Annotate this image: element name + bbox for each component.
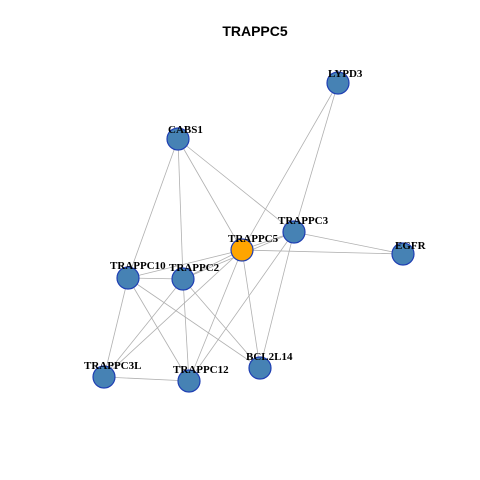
edge-cabs1-trappc5 <box>177 138 243 251</box>
edge-cabs1-trappc2 <box>177 138 184 280</box>
edge-trappc5-trappc12 <box>188 249 243 382</box>
node-trappc10[interactable] <box>116 266 140 290</box>
node-label-trappc10: TRAPPC10 <box>110 260 166 272</box>
edge-trappc10-trappc12 <box>127 277 190 382</box>
node-cabs1[interactable] <box>166 127 190 151</box>
node-bcl2l14[interactable] <box>248 356 272 380</box>
edge-cabs1-trappc10 <box>127 138 179 279</box>
node-label-egfr: EGFR <box>395 240 427 252</box>
edge-trappc10-bcl2l14 <box>127 277 261 369</box>
edge-lypd3-trappc5 <box>241 82 339 251</box>
edge-trappc5-trappc3l <box>103 249 243 378</box>
node-trappc3l[interactable] <box>92 365 116 389</box>
node-label-trappc2: TRAPPC2 <box>169 262 220 274</box>
node-layer <box>92 71 415 393</box>
diagram-title: TRAPPC5 <box>222 23 288 39</box>
edge-trappc3-egfr <box>293 231 404 255</box>
edge-cabs1-trappc3 <box>177 138 295 233</box>
edge-trappc3-trappc12 <box>188 231 295 382</box>
edge-lypd3-trappc3 <box>293 82 339 233</box>
node-label-bcl2l14: BCL2L14 <box>246 351 293 363</box>
edge-trappc3-bcl2l14 <box>259 231 295 369</box>
edge-trappc5-egfr <box>241 249 404 255</box>
edge-trappc2-bcl2l14 <box>182 278 261 369</box>
edge-layer <box>103 82 404 382</box>
node-label-trappc5: TRAPPC5 <box>228 233 279 245</box>
node-trappc5[interactable] <box>230 238 254 262</box>
edge-trappc3l-trappc12 <box>103 376 190 382</box>
node-trappc3[interactable] <box>282 220 306 244</box>
edge-trappc2-trappc3l <box>103 278 184 378</box>
node-label-cabs1: CABS1 <box>168 124 203 136</box>
node-egfr[interactable] <box>391 242 415 266</box>
edge-trappc5-bcl2l14 <box>241 249 261 369</box>
node-trappc2[interactable] <box>171 267 195 291</box>
edge-trappc2-trappc12 <box>182 278 190 382</box>
node-lypd3[interactable] <box>326 71 350 95</box>
node-trappc12[interactable] <box>177 369 201 393</box>
edge-trappc10-trappc3l <box>103 277 129 378</box>
node-label-trappc12: TRAPPC12 <box>173 364 229 376</box>
node-label-trappc3: TRAPPC3 <box>278 215 329 227</box>
edge-trappc5-trappc10 <box>127 249 243 279</box>
node-label-lypd3: LYPD3 <box>328 68 363 80</box>
node-label-trappc3l: TRAPPC3L <box>84 360 141 372</box>
